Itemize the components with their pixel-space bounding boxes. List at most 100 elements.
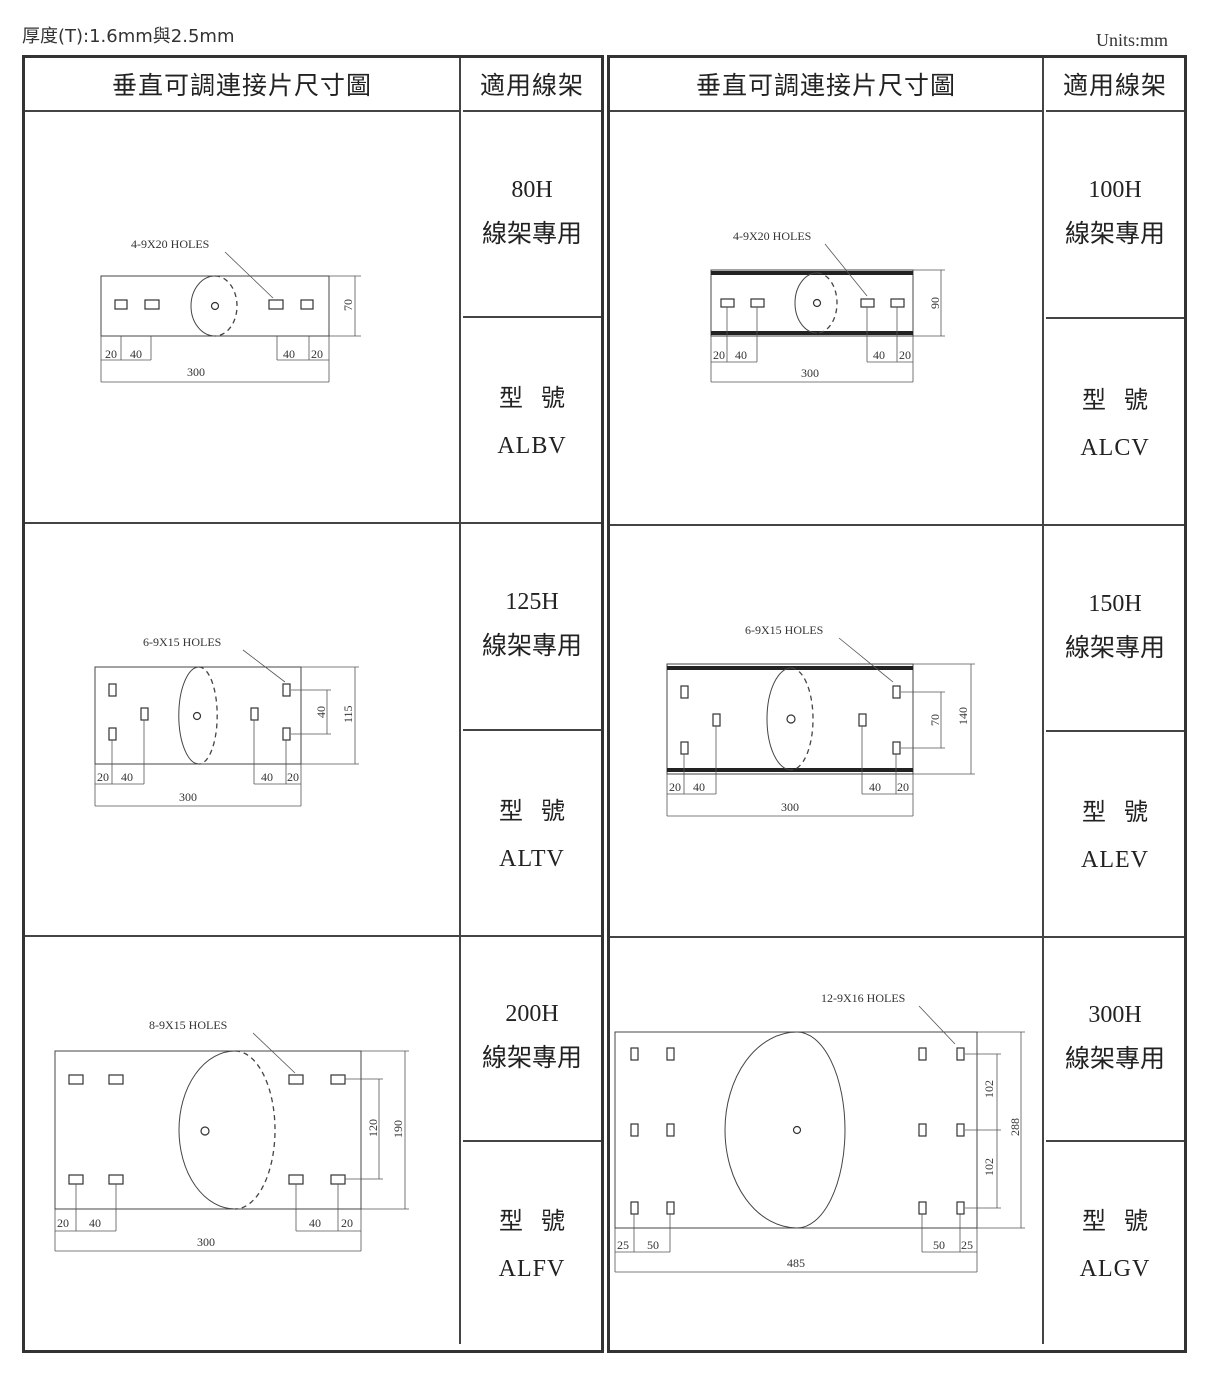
drawing-150h: 6-9X15 HOLES 140 70 20 40 [610,524,1044,936]
plate-drawing-200h: 8-9X15 HOLES 190 120 20 40 [54,1018,409,1252]
inner-dim: 70 [928,714,942,726]
size-label: 200H [505,1000,559,1027]
svg-text:20: 20 [899,348,911,362]
usage-label: 線架專用 [1064,219,1165,248]
inner-dim: 120 [366,1119,380,1137]
size-label: 125H [505,588,559,615]
units-label: Units:mm [1095,30,1168,50]
model-code: ALFV [498,1255,566,1282]
size-label: 80H [511,176,553,203]
svg-text:20: 20 [341,1216,353,1230]
svg-text:20: 20 [57,1216,69,1230]
svg-text:20: 20 [97,770,109,784]
svg-text:40: 40 [89,1216,101,1230]
product-row-300h: 12-9X16 HOLES 288 102 102 [610,936,1184,1344]
width-dim: 300 [179,790,197,804]
height-dim: 90 [928,297,942,309]
svg-text:50: 50 [933,1238,945,1252]
plate-drawing-300h: 12-9X16 HOLES 288 102 102 [614,991,1025,1273]
holes-label: 4-9X20 HOLES [733,229,811,243]
model-code: ALGV [1079,1256,1151,1282]
usage-label: 線架專用 [1064,1043,1165,1073]
svg-text:40: 40 [261,770,273,784]
info-125h: 125H 線架專用 型號 ALTV [463,522,601,935]
plate-drawing-150h: 6-9X15 HOLES 140 70 20 40 [666,623,975,817]
info-150h: 150H 線架專用 型號 ALEV [1046,524,1184,936]
svg-text:40: 40 [693,780,705,794]
svg-text:20: 20 [669,780,681,794]
height-dim: 70 [341,299,355,311]
width-dim: 300 [801,366,819,380]
svg-text:40: 40 [283,347,295,361]
drawing-125h: 6-9X15 HOLES 115 40 20 40 [25,522,461,935]
plate-drawing-80h: 4-9X20 HOLES 70 20 40 40 20 300 [100,237,361,383]
model-label: 型號 [1082,1207,1166,1235]
height-dim: 288 [1008,1118,1022,1136]
product-row-125h: 6-9X15 HOLES 115 40 20 40 [25,522,601,937]
usage-label: 線架專用 [481,218,582,248]
svg-text:20: 20 [105,347,117,361]
right-panel: 垂直可調連接片尺寸圖 適用線架 4-9X20 HOLES 90 [607,55,1187,1353]
model-code: ALBV [497,433,567,459]
thickness-note: 厚度(T):1.6mm與2.5mm [22,26,235,47]
product-row-150h: 6-9X15 HOLES 140 70 20 40 [610,524,1184,938]
model-label: 型號 [499,384,583,412]
drawing-80h: 4-9X20 HOLES 70 20 40 40 20 300 [25,110,461,522]
holes-label: 8-9X15 HOLES [149,1018,227,1032]
info-300h: 300H 線架專用 型號 ALGV [1046,936,1184,1344]
svg-text:20: 20 [897,780,909,794]
header-application: 適用線架 [1046,58,1184,112]
size-label: 150H [1088,590,1142,617]
model-label: 型號 [499,796,583,825]
product-row-100h: 4-9X20 HOLES 90 20 40 40 20 300 [610,110,1184,526]
svg-text:25: 25 [961,1238,973,1252]
info-100h: 100H 線架專用 型號 ALCV [1046,110,1184,524]
inner-dim: 40 [314,706,328,718]
height-dim: 115 [341,705,355,723]
size-label: 300H [1088,1001,1142,1028]
width-dim: 300 [197,1235,215,1249]
svg-text:40: 40 [130,347,142,361]
product-row-200h: 8-9X15 HOLES 190 120 20 40 [25,935,601,1344]
holes-label: 6-9X15 HOLES [745,623,823,637]
left-panel: 垂直可調連接片尺寸圖 適用線架 4-9X20 HOLES 70 [22,55,604,1353]
svg-text:40: 40 [735,348,747,362]
size-label: 100H [1088,177,1142,203]
svg-text:25: 25 [617,1238,629,1252]
product-row-80h: 4-9X20 HOLES 70 20 40 40 20 300 [25,110,601,524]
model-label: 型號 [1082,798,1166,826]
height-dim: 190 [391,1120,405,1138]
svg-text:40: 40 [873,348,885,362]
holes-label: 6-9X15 HOLES [143,635,221,649]
svg-text:20: 20 [311,347,323,361]
svg-text:40: 40 [121,770,133,784]
header-drawing: 垂直可調連接片尺寸圖 [610,58,1044,112]
holes-label: 12-9X16 HOLES [821,991,905,1005]
info-80h: 80H 線架專用 型號 ALBV [463,110,601,522]
drawing-100h: 4-9X20 HOLES 90 20 40 40 20 300 [610,110,1044,524]
drawing-200h: 8-9X15 HOLES 190 120 20 40 [25,935,461,1344]
inner-dim-2: 102 [982,1158,996,1176]
model-label: 型號 [499,1206,583,1235]
width-dim: 300 [781,800,799,814]
svg-text:50: 50 [647,1238,659,1252]
holes-label: 4-9X20 HOLES [131,237,209,251]
svg-text:20: 20 [287,770,299,784]
plate-drawing-100h: 4-9X20 HOLES 90 20 40 40 20 300 [710,229,945,383]
model-code: ALTV [499,845,565,872]
drawing-300h: 12-9X16 HOLES 288 102 102 [610,936,1044,1344]
inner-dim: 102 [982,1080,996,1098]
svg-text:20: 20 [713,348,725,362]
svg-text:40: 40 [309,1216,321,1230]
info-200h: 200H 線架專用 型號 ALFV [463,935,601,1344]
usage-label: 線架專用 [1064,632,1165,662]
usage-label: 線架專用 [481,630,582,660]
svg-text:40: 40 [869,780,881,794]
height-dim: 140 [956,707,970,725]
model-code: ALEV [1081,847,1149,873]
model-label: 型號 [1082,385,1166,414]
plate-drawing-125h: 6-9X15 HOLES 115 40 20 40 [94,635,359,807]
usage-label: 線架專用 [481,1042,582,1072]
width-dim: 485 [787,1256,805,1270]
model-code: ALCV [1080,434,1150,461]
